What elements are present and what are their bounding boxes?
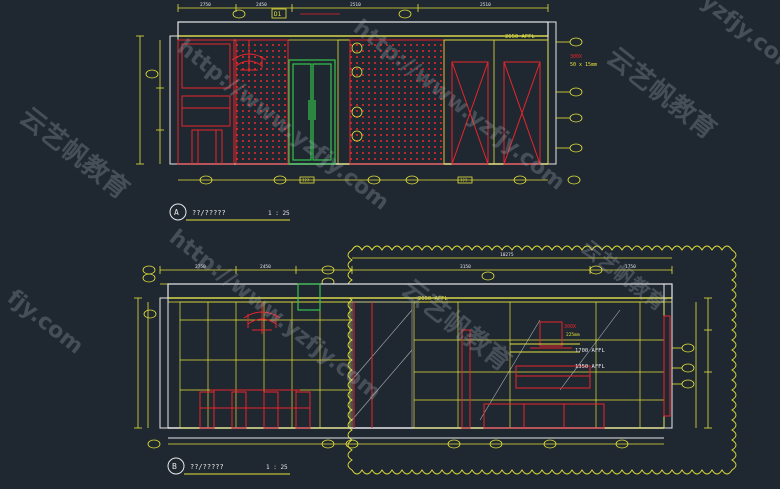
elevation-b-note-1350: 1350 AFFL xyxy=(575,364,605,370)
elevation-a-ceiling-note: 2650 AFFL xyxy=(505,34,535,40)
elevation-b-right-dimensions xyxy=(695,297,712,429)
dim-a-3: 2510 xyxy=(350,2,361,8)
dim-a-2: 2450 xyxy=(256,2,267,8)
elevation-b-column-marker xyxy=(297,283,321,311)
elevation-a-top-callouts xyxy=(232,9,412,19)
elevation-b: 2750 2450 10275 3150 1750 xyxy=(134,245,737,475)
elevation-a-right-callouts xyxy=(556,37,583,153)
elevation-a-tag-2: ??? xyxy=(460,178,468,183)
elevation-b-shelf-lines xyxy=(510,343,580,353)
elevation-b-dining-set xyxy=(199,389,311,429)
elevation-b-marker: B xyxy=(172,462,177,471)
elevation-b-title: ??/????? xyxy=(190,463,224,471)
elevation-a-wall-sconces xyxy=(351,42,363,142)
elevation-a-marker: A xyxy=(174,208,179,217)
elevation-b-tv-cabinet xyxy=(483,321,605,429)
elevation-a: 2750 2450 2510 2510 D1 xyxy=(136,2,597,221)
watermark-brand-right: 云艺帆教育 xyxy=(601,41,723,145)
elevation-a-scale: 1 : 25 xyxy=(268,210,290,217)
elevation-a-label-box-text: D1 xyxy=(274,11,282,18)
dim-b-5: 1750 xyxy=(625,264,636,270)
elevation-a-side-note-1: 300X xyxy=(570,54,582,60)
elevation-b-left-dimensions xyxy=(134,297,149,429)
elevation-a-feature-wall-center xyxy=(349,39,445,165)
elevation-b-right-callouts xyxy=(672,343,695,389)
dim-a-1: 2750 xyxy=(200,2,211,8)
elevation-b-ceiling-note: 2650 AFFL xyxy=(418,296,448,302)
elevation-a-center-door xyxy=(288,59,336,165)
elevation-a-label-box xyxy=(271,8,287,19)
elevation-b-title-block: B ??/????? 1 : 25 xyxy=(167,457,290,475)
elevation-b-note-1700: 1700 AFFL xyxy=(575,348,605,354)
elevation-b-top-callouts xyxy=(142,265,603,287)
dim-a-4: 2510 xyxy=(480,2,491,8)
elevation-b-note-225: 225mm xyxy=(566,332,580,338)
dim-b-4: 3150 xyxy=(460,264,471,270)
elevation-b-scale: 1 : 25 xyxy=(266,464,288,471)
elevation-a-title: ??/????? xyxy=(192,209,226,217)
watermark-url-right: yzfjy.com xyxy=(696,0,780,80)
elevation-b-bottom-callouts xyxy=(147,439,664,449)
watermark-url-bottom: http://www.yzfjy.com xyxy=(164,225,385,406)
elevation-a-side-note-2: 50 x 15mm xyxy=(570,62,597,68)
elevation-a-left-cabinet xyxy=(177,39,235,165)
watermark-url-left: fjy.com xyxy=(2,285,87,359)
elevation-b-side-note: 300X xyxy=(564,324,576,330)
watermarks: 云艺帆教育 云艺帆教育 http://www.yzfjy.com http://… xyxy=(2,0,780,406)
watermark-brand-left: 云艺帆教育 xyxy=(14,101,136,205)
elevation-b-chandelier xyxy=(243,302,281,334)
elevation-a-title-block: A ??/????? 1 : 25 xyxy=(169,203,290,221)
dim-b-2: 2450 xyxy=(260,264,271,270)
dim-b-1: 2750 xyxy=(195,264,206,270)
elevation-a-right-doors xyxy=(451,61,541,165)
elevation-b-revision-cloud xyxy=(347,245,737,475)
elevation-a-left-dimensions xyxy=(136,35,164,165)
dim-b-3: 10275 xyxy=(500,252,514,258)
elevation-a-feature-wall-left xyxy=(235,39,289,165)
elevation-a-bottom-callouts xyxy=(178,175,581,185)
elevation-a-tag-1: ??? xyxy=(302,178,310,183)
